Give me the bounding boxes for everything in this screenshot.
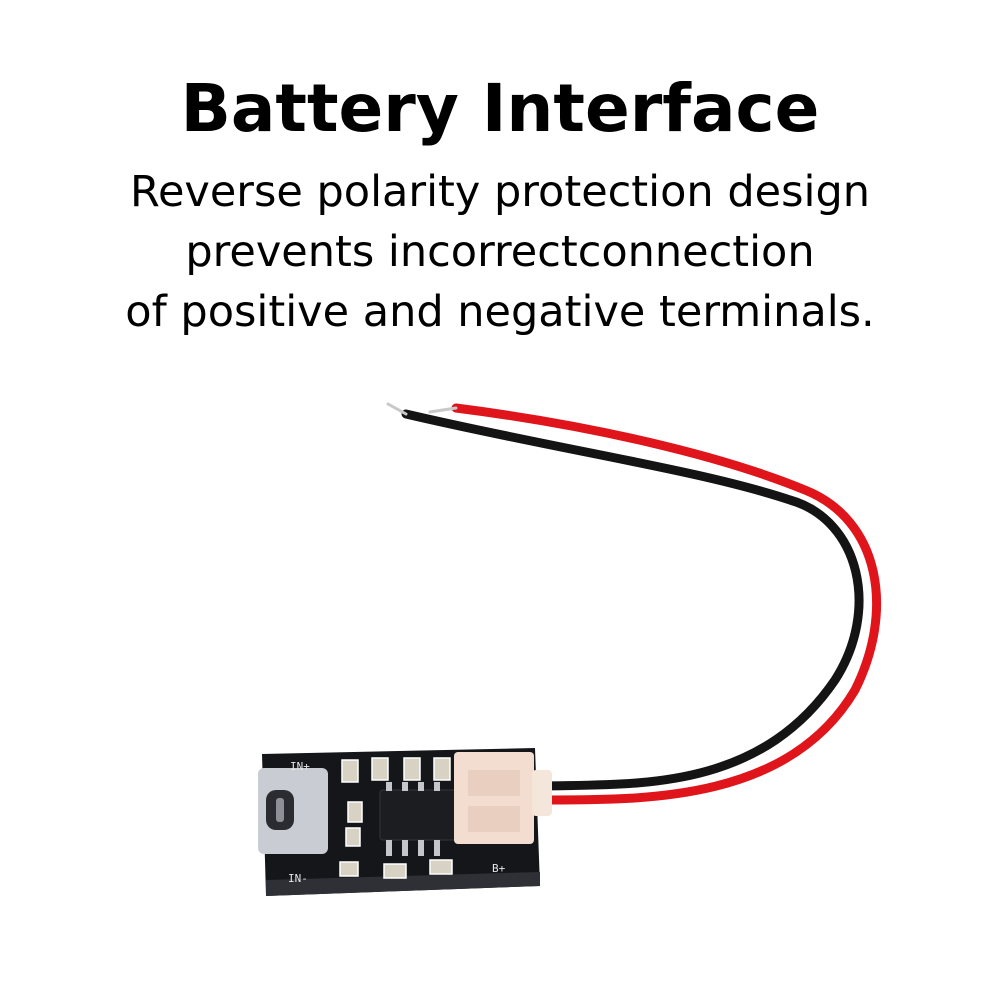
battery-wires [386, 402, 882, 805]
description-line-1: Reverse polarity protection design [130, 167, 870, 217]
connector-socket-top [468, 770, 520, 796]
red-wire-tip [428, 406, 458, 414]
red-wire [451, 403, 882, 805]
ic-pins [386, 782, 440, 856]
label-in-minus: IN- [288, 872, 308, 885]
charger-module: IN+ IN- B+ [258, 748, 552, 896]
page-title: Battery Interface [180, 70, 820, 147]
black-wire-tip [386, 402, 408, 416]
connector-plug [532, 770, 552, 816]
usb-c-tongue [276, 798, 284, 822]
description-line-2: prevents incorrectconnection [185, 227, 815, 277]
description-line-3: of positive and negative terminals. [125, 287, 875, 337]
pcb-edge [266, 872, 540, 896]
description: Reverse polarity protection design preve… [0, 162, 1000, 342]
connector-socket-bottom [468, 806, 520, 832]
black-wire [401, 409, 864, 791]
charger-ic [379, 789, 461, 841]
label-b-plus: B+ [492, 862, 506, 875]
label-in-plus: IN+ [290, 760, 310, 773]
